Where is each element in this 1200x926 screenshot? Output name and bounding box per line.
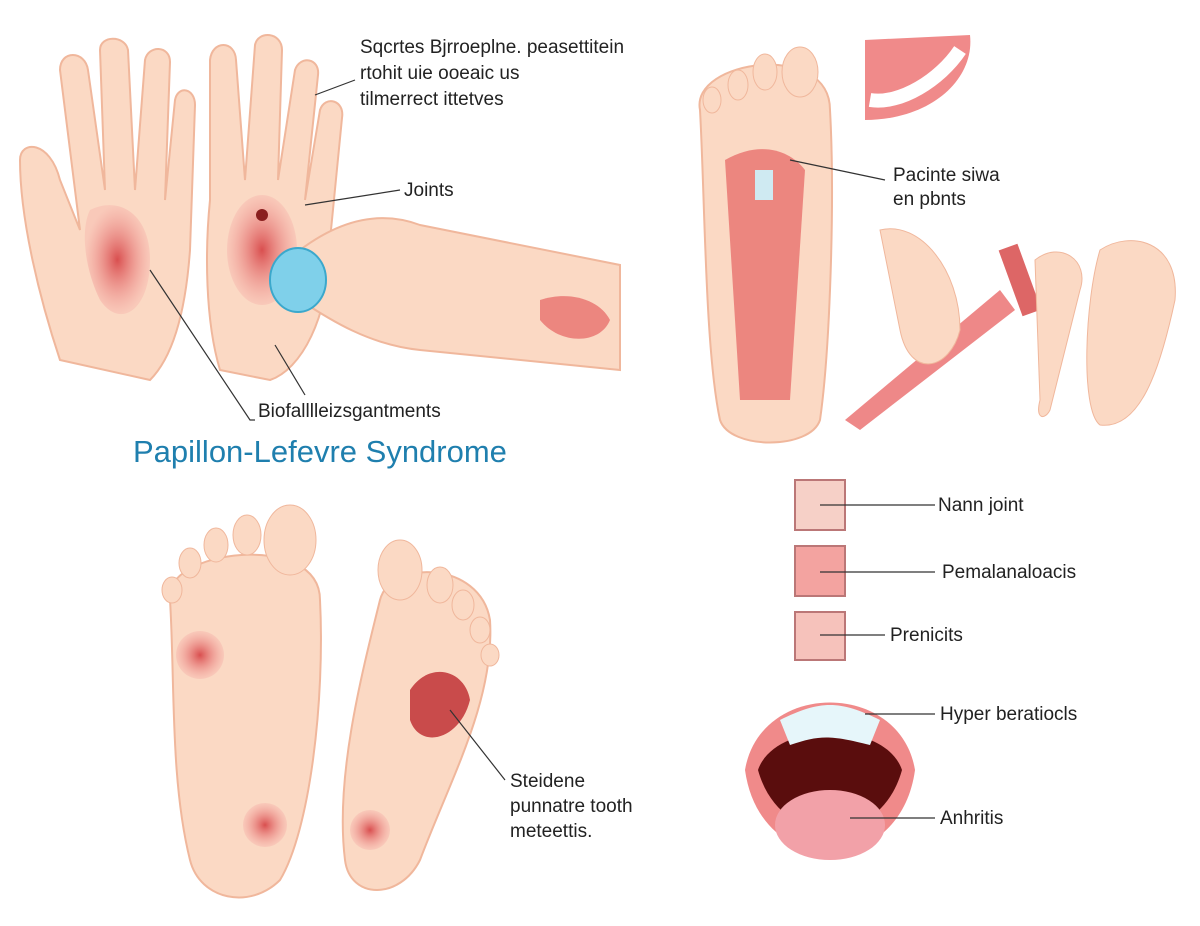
page-title: Papillon-Lefevre Syndrome <box>133 434 507 469</box>
ball-illustration <box>269 247 327 313</box>
legend-swatches <box>794 479 846 661</box>
left-foot-illustration <box>168 553 322 899</box>
label-top-hands-3: tilmerrect ittetves <box>360 89 504 110</box>
label-top-hands-2: rtohit uie ooeaic us <box>360 63 520 84</box>
leader-lines <box>149 79 935 819</box>
legend-label-2: Pemalanaloacis <box>942 562 1077 583</box>
label-joints: Joints <box>404 180 454 201</box>
label-feet-bottom-1: Steidene <box>510 771 586 792</box>
label-hands-bottom: Biofalllleizsgantments <box>258 401 441 422</box>
label-feet-bottom-3: meteettis. <box>510 821 593 842</box>
arm-illustration <box>299 217 621 372</box>
right-foot-illustration <box>341 571 492 891</box>
legend-label-5: Anhritis <box>940 808 1004 829</box>
label-top-hands-1: Sqcrtes Bjrroeplne. peasettitein <box>360 37 625 58</box>
label-feet-bottom-2: punnatre tooth <box>510 796 633 817</box>
open-mouth-illustration <box>745 702 915 860</box>
hand-lesion <box>84 205 150 315</box>
legend-label-1: Nann joint <box>938 495 1024 516</box>
legend-label-4: Hyper beratiocls <box>940 704 1078 725</box>
label-foot-right-2: en pbnts <box>893 189 966 210</box>
label-foot-right-1: Pacinte siwa <box>893 165 1000 186</box>
legend-label-3: Prenicits <box>890 625 963 646</box>
